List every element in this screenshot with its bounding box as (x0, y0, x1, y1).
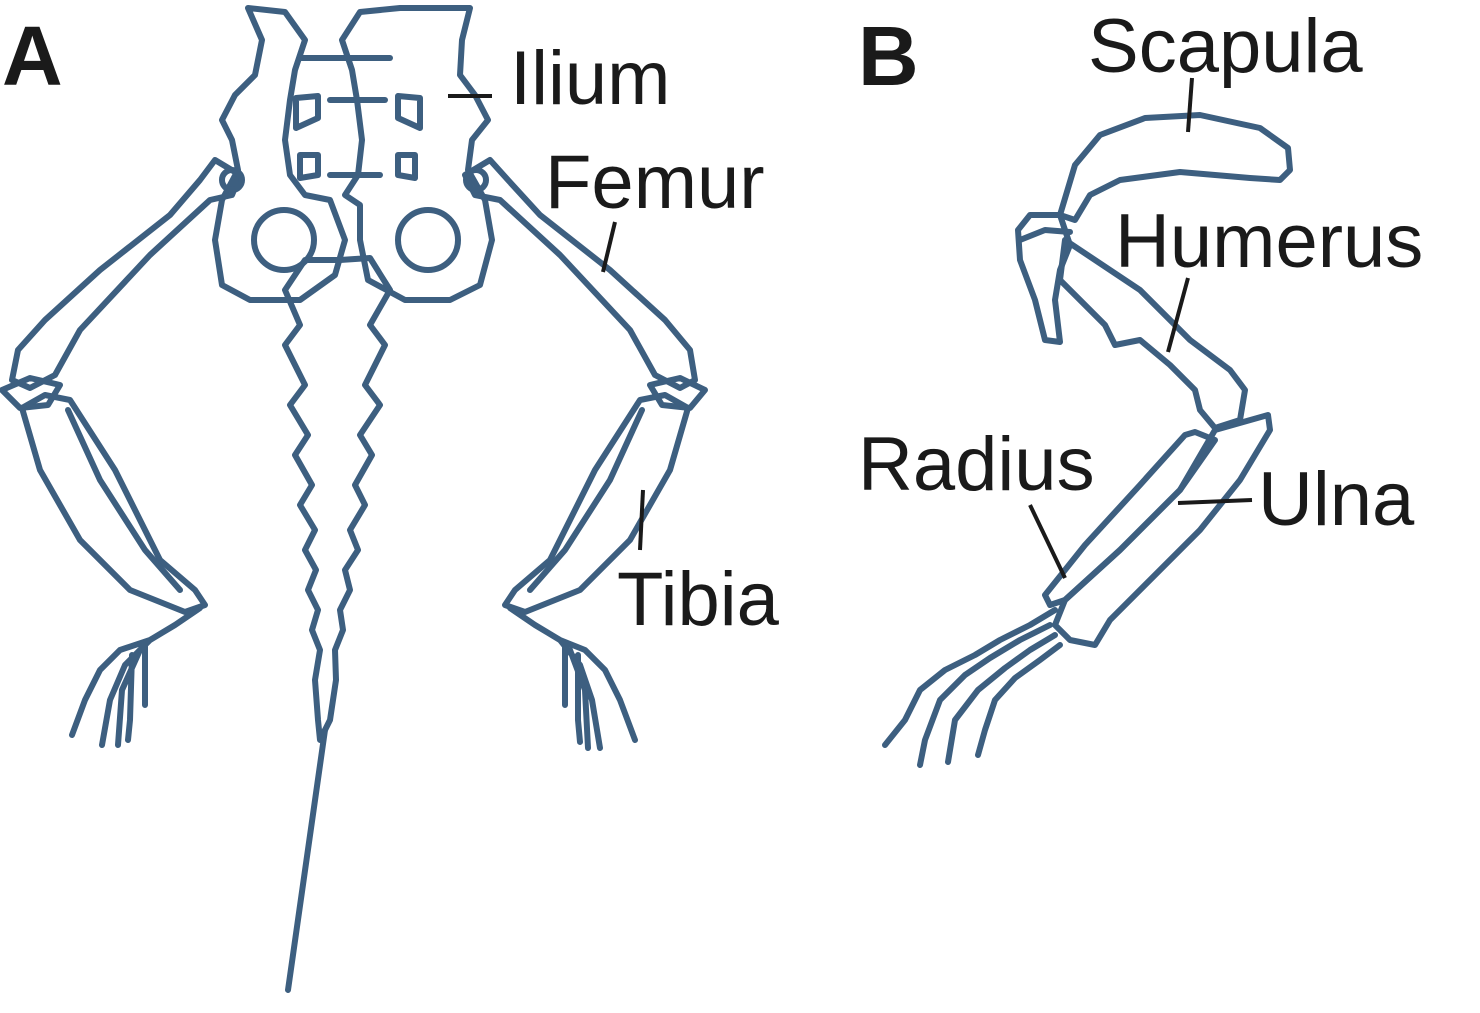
tibia-label: Tibia (617, 557, 780, 642)
humerus-bone (1057, 237, 1248, 431)
sacral-vertebra-left (293, 93, 321, 131)
left-acetabulum (251, 207, 317, 273)
left-tibia-bone (19, 392, 208, 615)
left-foot (69, 605, 203, 748)
panel-b: B Scapula Humerus Radius Ulna (858, 4, 1423, 768)
right-tibia-bone (502, 392, 691, 615)
right-fibula-bone (527, 407, 645, 593)
left-ilium-bone (212, 5, 348, 303)
scapula-label: Scapula (1088, 4, 1363, 89)
right-ilium-bone (339, 5, 495, 303)
panel-a-letter: A (2, 9, 63, 103)
humerus-leader-line (1166, 277, 1190, 353)
sacral-vertebra-right (395, 93, 423, 131)
ulna-leader-line (1177, 498, 1253, 505)
radius-leader-line (1028, 504, 1067, 579)
left-femur-bone (9, 157, 243, 391)
pelvis-hindlimb-drawing (0, 5, 708, 993)
right-foot (507, 605, 638, 751)
left-femur-head (219, 167, 245, 193)
ulna-label: Ulna (1258, 457, 1415, 542)
forelimb-hand (882, 607, 1063, 768)
ilium-label: Ilium (510, 36, 670, 121)
ulna-bone (1052, 412, 1273, 648)
panel-a: A (0, 5, 780, 993)
scapula-bone (1057, 112, 1293, 223)
scapula-leader-line (1186, 77, 1194, 133)
forelimb-drawing (882, 112, 1293, 768)
right-acetabulum (395, 207, 461, 273)
tibia-leader-line (638, 489, 645, 551)
sacral-bar-2 (297, 152, 321, 181)
sacral-bar-3 (395, 152, 418, 181)
panel-b-letter: B (858, 9, 919, 103)
right-femur-head (463, 167, 489, 193)
femur-label: Femur (545, 140, 765, 225)
femur-leader-line (601, 221, 617, 273)
tail-vertebrae (282, 255, 393, 743)
radius-label: Radius (858, 422, 1095, 507)
tail-tip (285, 727, 328, 993)
clavicle-bone (1017, 227, 1073, 243)
right-femur-bone (462, 157, 698, 391)
humerus-label: Humerus (1115, 199, 1423, 284)
left-fibula-bone (65, 407, 183, 593)
